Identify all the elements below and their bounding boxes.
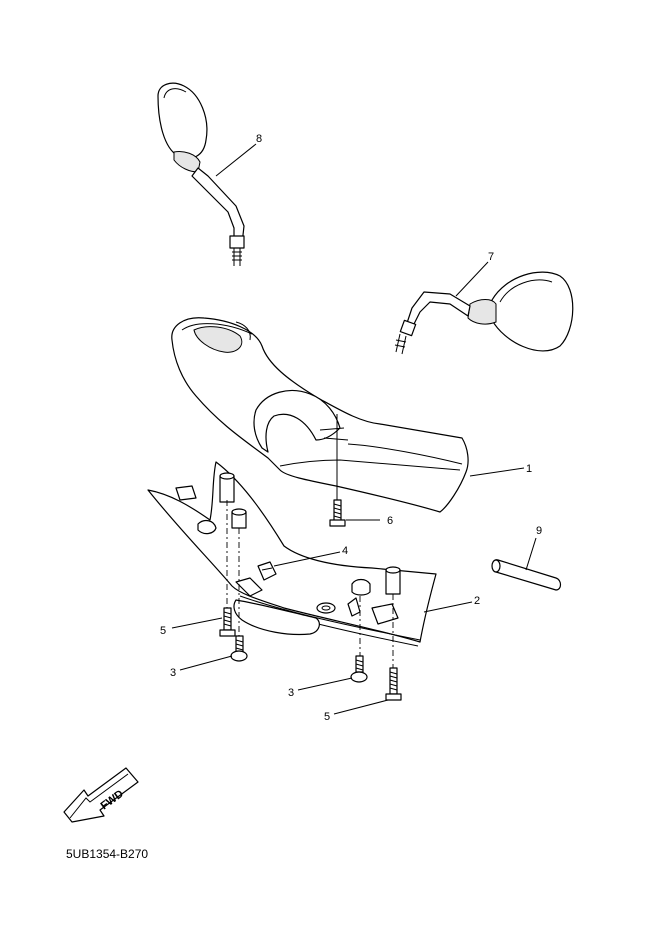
grip-part-9[interactable] [491,559,562,591]
clip-nut-part-4[interactable] [257,561,277,581]
callout-5-right: 5 [324,711,330,723]
callout-3-right: 3 [288,687,294,699]
callout-9: 9 [536,525,542,537]
callout-8: 8 [256,133,262,145]
callout-1: 1 [526,463,532,475]
leader-lines [171,143,537,715]
screw-part-5-left[interactable] [219,607,236,637]
callout-3-left: 3 [170,667,176,679]
bolt-part-3-left[interactable] [230,635,248,662]
screw-part-5-right[interactable] [385,667,402,701]
handlebar-cover-lower-part-2[interactable] [147,461,437,647]
handlebar-cover-upper-part-1[interactable] [171,317,469,513]
mirror-right-part-7[interactable] [394,271,574,355]
bolt-part-3-right[interactable] [350,655,368,683]
callout-7: 7 [488,251,494,263]
grommets-and-fittings [175,472,401,625]
fwd-arrow-icon: FWD [63,767,139,823]
mirror-left-part-8[interactable] [157,82,245,266]
callout-6: 6 [387,515,393,527]
callout-4: 4 [342,545,348,557]
diagram-code: 5UB1354-B270 [66,847,149,861]
callout-2: 2 [474,595,480,607]
callout-5-left: 5 [160,625,166,637]
